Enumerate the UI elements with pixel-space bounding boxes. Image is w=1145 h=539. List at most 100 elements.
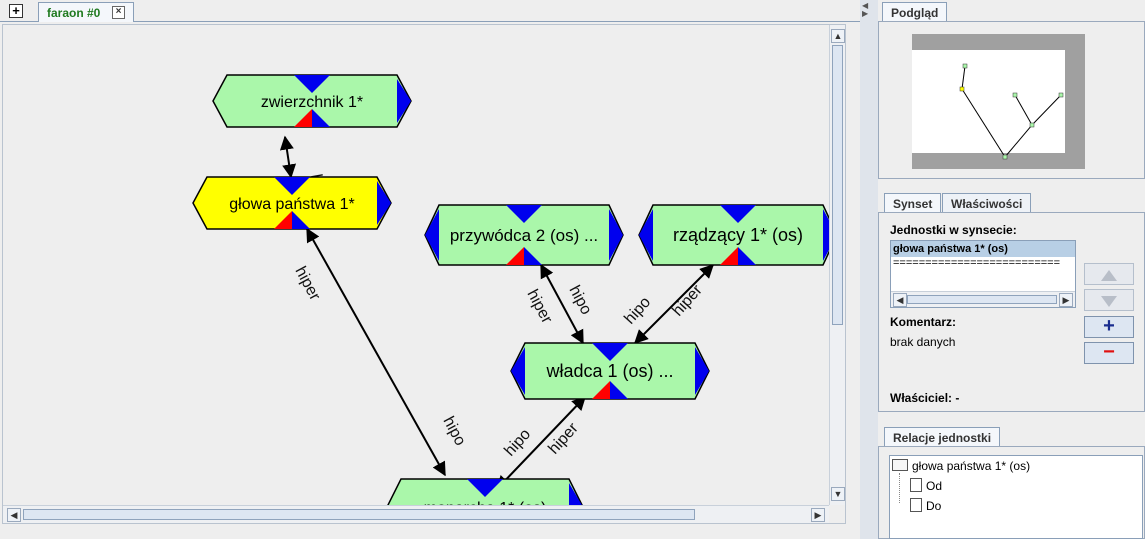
relation-edge[interactable]	[496, 395, 586, 491]
node-shape	[212, 74, 412, 128]
marker-right-icon	[695, 347, 709, 395]
relation-edge[interactable]	[306, 227, 446, 477]
preview-tab-label: Podgląd	[891, 6, 939, 20]
plus-icon: +	[1103, 315, 1115, 337]
node-label: rządzący 1* (os)	[673, 225, 803, 245]
marker-top-icon	[506, 205, 542, 223]
node-label: zwierzchnik 1*	[261, 94, 363, 111]
marker-bottom-red-icon	[274, 211, 292, 229]
synset-tab-label: Synset	[893, 197, 933, 211]
hscroll-thumb[interactable]	[23, 509, 695, 520]
marker-top-icon	[274, 177, 310, 195]
relations-tree[interactable]: głowa państwa 1* (os) Od Do	[889, 455, 1143, 539]
add-unit-button[interactable]: +	[1084, 316, 1134, 338]
vscroll-thumb[interactable]	[832, 45, 843, 325]
tree-item-label: Do	[926, 499, 942, 513]
main-splitter[interactable]: ◀▶	[860, 0, 878, 539]
marker-right-icon	[377, 181, 391, 225]
document-icon	[910, 478, 922, 492]
units-scroll-right[interactable]: ▶	[1059, 293, 1073, 307]
edge-label-hiper: hiper	[669, 281, 706, 319]
move-down-button[interactable]	[1084, 289, 1134, 311]
tree-item-od[interactable]: Od	[910, 478, 942, 493]
document-icon	[910, 498, 922, 512]
units-hscroll-thumb[interactable]	[907, 295, 1057, 304]
remove-unit-button[interactable]: −	[1084, 342, 1134, 364]
scroll-down-button[interactable]: ▼	[831, 487, 845, 501]
canvas-vscrollbar[interactable]: ▲ ▼	[829, 25, 845, 505]
marker-right-icon	[397, 79, 411, 123]
marker-bottom-red-icon	[720, 247, 738, 265]
marker-bottom-red-icon	[592, 381, 610, 399]
plus-icon: +	[12, 3, 20, 18]
marker-top-icon	[592, 343, 628, 361]
triangle-down-icon	[1101, 296, 1117, 307]
tab-preview[interactable]: Podgląd	[882, 2, 948, 22]
tab-synset[interactable]: Synset	[884, 193, 942, 213]
marker-right-icon	[569, 483, 582, 505]
tab-wlasciwosci[interactable]: Właściwości	[942, 193, 1032, 213]
marker-left-icon	[639, 209, 653, 261]
node-monarcha[interactable]: monarcha 1* (os)	[387, 478, 583, 505]
relation-edge[interactable]	[634, 264, 714, 344]
close-icon[interactable]: ×	[112, 6, 125, 19]
minus-icon: −	[1103, 341, 1115, 363]
units-list[interactable]: głowa państwa 1* (os) ==================…	[890, 240, 1076, 308]
marker-bottom-blue-icon	[524, 247, 542, 265]
folder-icon	[892, 459, 908, 471]
marker-bottom-blue-icon	[610, 381, 628, 399]
units-hscrollbar[interactable]: ◀ ▶	[891, 291, 1075, 307]
tree-item-label: Od	[926, 479, 943, 493]
node-label: przywódca 2 (os) ...	[450, 226, 598, 245]
synset-panel: Jednostki w synsecie: głowa państwa 1* (…	[878, 212, 1145, 412]
node-przywodca[interactable]: przywódca 2 (os) ...	[424, 204, 624, 266]
move-up-button[interactable]	[1084, 263, 1134, 285]
marker-bottom-blue-icon	[738, 247, 756, 265]
relation-edge[interactable]	[540, 263, 584, 345]
marker-right-icon	[609, 209, 623, 261]
tab-faraon[interactable]: faraon #0 ×	[38, 2, 134, 22]
tree-root-label: głowa państwa 1* (os)	[912, 459, 1031, 473]
edge-label-hiper: hiper	[545, 419, 582, 457]
units-label: Jednostki w synsecie:	[890, 223, 1017, 237]
graph-canvas-frame: hipohiperhiperhipohiperhipohipohiperhipo…	[2, 24, 846, 524]
units-scroll-left[interactable]: ◀	[893, 293, 907, 307]
node-shape	[192, 176, 392, 230]
scroll-left-button[interactable]: ◀	[7, 508, 21, 522]
editor-tabstrip	[0, 0, 860, 22]
marker-right-icon	[823, 209, 829, 261]
preview-panel	[878, 21, 1145, 179]
comment-label: Komentarz:	[890, 315, 957, 329]
marker-bottom-red-icon	[506, 247, 524, 265]
preview-minimap[interactable]	[879, 22, 1144, 178]
graph-canvas[interactable]: hipohiperhiperhipohiperhipohipohiperhipo…	[3, 25, 829, 505]
node-zwierzchnik[interactable]: zwierzchnik 1*	[212, 74, 412, 128]
graph-nodes: zwierzchnik 1* głowa państwa 1* przywódca …	[192, 74, 829, 505]
unit-item[interactable]: głowa państwa 1* (os)	[891, 241, 1075, 257]
tree-lines	[899, 473, 910, 503]
node-label: władca 1 (os) ...	[545, 361, 673, 381]
marker-left-icon	[425, 209, 439, 261]
tree-root[interactable]: głowa państwa 1* (os)	[892, 459, 1030, 473]
marker-bottom-blue-icon	[292, 211, 310, 229]
marker-bottom-red-icon	[294, 109, 312, 127]
tab-title: faraon #0	[47, 6, 101, 20]
relations-tab-label: Relacje jednostki	[893, 431, 992, 445]
editor-pane: + faraon #0 × hipohiperhiperhipohiperhip…	[0, 0, 860, 524]
marker-bottom-blue-icon	[312, 109, 330, 127]
tree-item-do[interactable]: Do	[910, 498, 941, 513]
node-rzadzacy[interactable]: rządzący 1* (os)	[638, 204, 829, 266]
tab-relations[interactable]: Relacje jednostki	[884, 427, 1001, 447]
relation-edge[interactable]	[279, 135, 297, 179]
add-tab-button[interactable]: +	[9, 4, 23, 18]
node-wladca[interactable]: władca 1 (os) ...	[510, 342, 710, 400]
scroll-right-button[interactable]: ▶	[811, 508, 825, 522]
node-label: monarcha 1* (os)	[424, 500, 547, 505]
marker-top-icon	[294, 75, 330, 93]
node-glowa[interactable]: głowa państwa 1*	[192, 176, 392, 230]
canvas-hscrollbar[interactable]: ◀ ▶	[3, 505, 829, 523]
marker-left-icon	[511, 347, 525, 395]
unit-item[interactable]: ==========================	[893, 257, 1061, 269]
edge-label-hiper: hiper	[523, 287, 555, 327]
scroll-up-button[interactable]: ▲	[831, 29, 845, 43]
